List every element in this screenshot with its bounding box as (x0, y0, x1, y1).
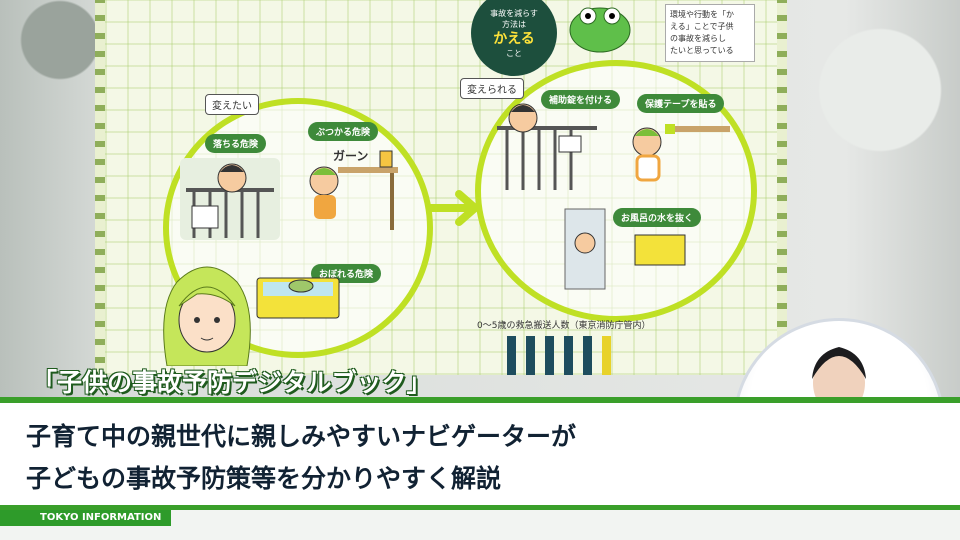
drain-label: お風呂の水を抜く (613, 208, 702, 227)
falling-label: 落ちる危険 (205, 134, 267, 153)
bathtub-illustration (253, 268, 343, 320)
locked-railing-illustration (493, 100, 603, 190)
table-corner-illustration (300, 145, 400, 230)
child-bump-icon (309, 150, 398, 230)
empty-bathtub-icon (564, 208, 686, 290)
transport-chart (507, 336, 611, 375)
digital-book-page: 変えたい 落ちる危険 ぶつかる危険 おぼれる危険 ガーン (95, 0, 787, 375)
caption-line-1: 子育て中の親世代に親しみやすいナビゲーターが (26, 422, 577, 451)
program-label: TOKYO INFORMATION (0, 510, 172, 526)
bubble-line-3: こと (506, 49, 522, 58)
caption-line-2: 子どもの事故予防策等を分かりやすく解説 (26, 464, 502, 493)
chart-bar (583, 336, 592, 375)
bathtub-icon (256, 277, 340, 319)
before-title: 変えたい (205, 94, 259, 115)
protect-tape-icon (632, 124, 730, 182)
balcony-railing-icon (186, 163, 274, 238)
navigator-girl-icon (163, 266, 251, 367)
caption-title: 「子供の事故予防デジタルブック」 (32, 368, 432, 397)
lock-label: 補助錠を付ける (541, 90, 621, 109)
chart-bar (526, 336, 535, 375)
bubble-line-1: 事故を減らす (490, 9, 538, 18)
tape-label: 保護テープを貼る (637, 94, 725, 113)
chart-bar (602, 336, 611, 375)
navigator-girl-illustration (157, 258, 257, 367)
balcony-illustration (180, 158, 280, 240)
caption-band: 子育て中の親世代に親しみやすいナビゲーターが 子どもの事故予防策等を分かりやすく… (0, 397, 960, 510)
drained-bath-illustration (545, 205, 695, 290)
frog-icon (569, 7, 631, 53)
page-right-border (777, 0, 787, 375)
lock-railing-icon (497, 103, 597, 190)
chart-bar (545, 336, 554, 375)
chart-bar (507, 336, 516, 375)
right-arrow-icon (427, 190, 479, 226)
bumping-label: ぶつかる危険 (308, 122, 379, 141)
method-bubble: 事故を減らす 方法は かえる こと (471, 0, 557, 76)
chart-bar (564, 336, 573, 375)
chart-title: 0～5歳の救急搬送人数（東京消防庁管内） (477, 321, 651, 331)
after-title: 変えられる (460, 78, 524, 99)
page-left-border (95, 0, 105, 375)
onomatopoeia: ガーン (333, 149, 369, 163)
bubble-keyword: かえる (493, 31, 535, 47)
taped-table-illustration (625, 112, 730, 197)
bubble-line-2: 方法は (502, 20, 526, 29)
explanation-note: 環境や行動を「か える」ことで子供 の事故を減らし たいと思っている (665, 4, 755, 62)
